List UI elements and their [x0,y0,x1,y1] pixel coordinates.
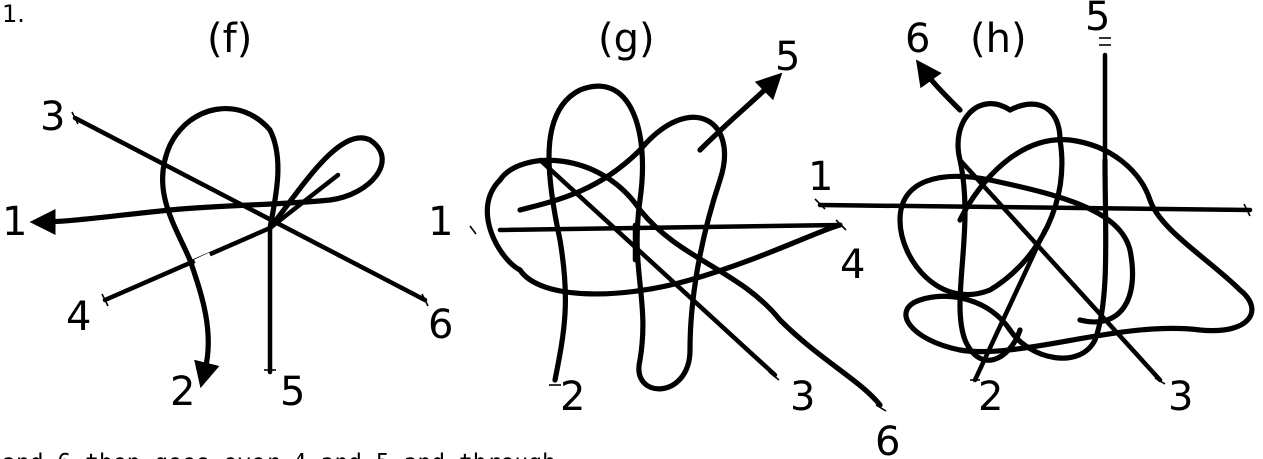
strand-label-2-g: 2 [560,374,585,420]
strand-loop-g-2 [497,157,883,408]
strand-label-1: 1 [2,199,27,245]
strand-3-6 [72,115,428,303]
page-marker: 1. [2,0,25,28]
strand-3-h [957,157,1163,383]
strand-4 [102,225,273,303]
strand-loop-g-1 [517,83,728,392]
strand-loop-g-3 [517,222,843,297]
panel-f-label: (f) [207,16,252,62]
panel-g: (g) 1 2 3 4 5 6 [428,16,900,459]
strand-1-4-g [497,222,843,233]
strand-label-2-h: 2 [978,374,1003,420]
strand-1-h [817,202,1253,213]
panel-g-label: (g) [598,16,655,62]
strand-label-1-g: 1 [428,199,453,245]
strand-ends-g [469,219,887,412]
strand-ends-h [814,37,1251,385]
strand-label-5: 5 [280,369,305,415]
strand-5-exit-g [697,72,783,153]
strand-label-4-g: 4 [840,242,865,288]
strand-top-loop [29,135,385,235]
strand-6-exit-h [915,59,963,113]
strand-label-6: 6 [428,302,453,348]
strand-1-2-loop [159,106,281,373]
strand-loop-h-3 [897,101,1136,325]
panel-h-label: (h) [970,16,1027,62]
strand-3-g [537,157,778,378]
strand-label-3: 3 [40,94,65,140]
strand-loop-h-2 [955,101,1023,363]
strand-label-5-h: 5 [1085,0,1110,40]
panel-h: (h) 6 5 1 2 3 [808,0,1255,420]
strand-label-6-g: 6 [875,419,900,459]
strand-loop-h-1 [903,137,1255,361]
caption-fragment: and 6 then goes over 4 and 5 and through [2,450,556,459]
strand-label-3-h: 3 [1168,374,1193,420]
panel-f: (f) 3 1 4 6 2 5 [2,16,453,415]
strand-label-4: 4 [66,294,91,340]
strand-label-6-h: 6 [905,16,930,62]
strand-label-5-g: 5 [775,34,800,80]
strand-label-2: 2 [170,369,195,415]
strand-label-3-g: 3 [790,374,815,420]
strand-2-h [972,227,1048,383]
strand-label-1-h: 1 [808,154,833,200]
strand-ends-f [71,111,429,371]
